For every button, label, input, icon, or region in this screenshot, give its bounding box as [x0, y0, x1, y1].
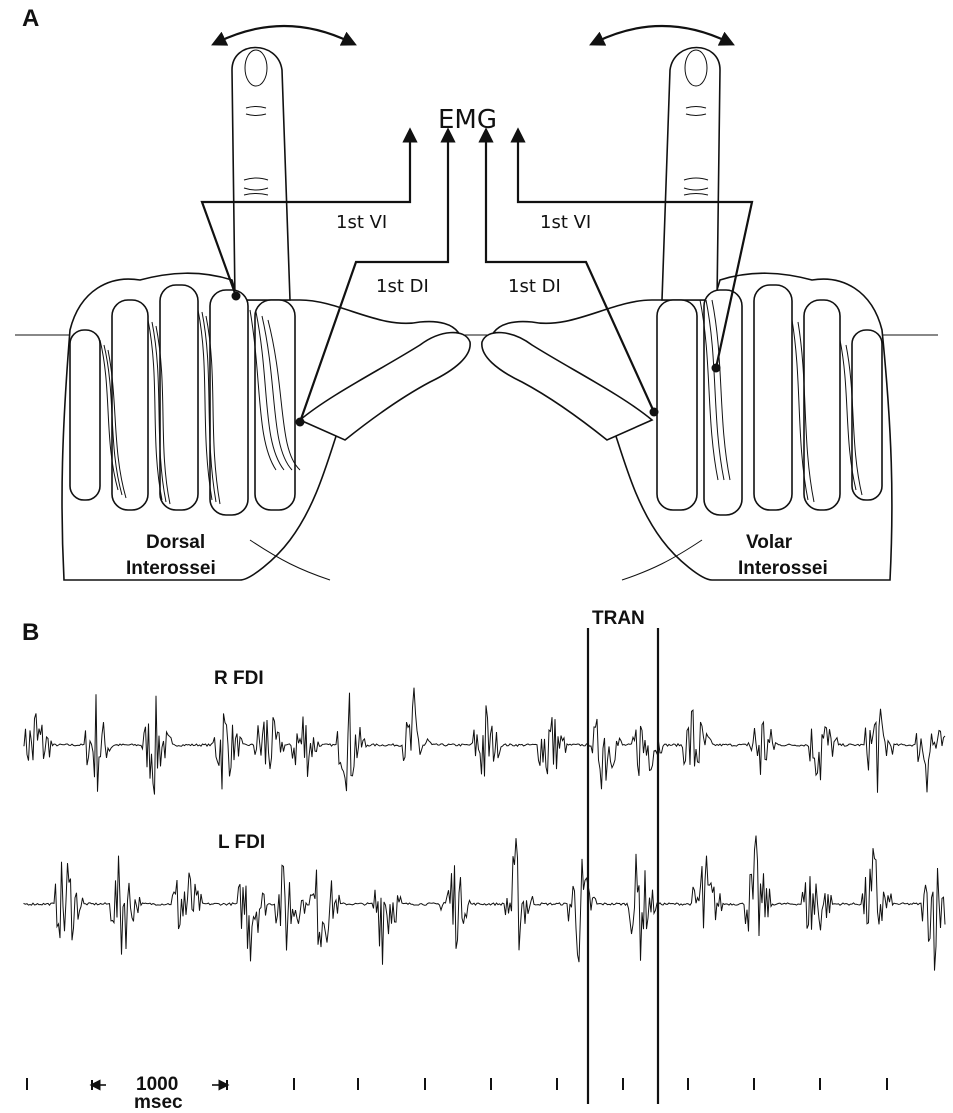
- right-vi-label: 1st VI: [540, 212, 591, 233]
- panel-b-label: B: [22, 619, 39, 646]
- left-di-label: 1st DI: [376, 276, 429, 297]
- panel-b: B TRAN R FDI L FDI 1000 msec: [22, 608, 945, 1113]
- emg-trace-l-fdi: [24, 836, 945, 971]
- emg-label: EMG: [438, 105, 497, 135]
- left-vi-label: 1st VI: [336, 212, 387, 233]
- right-hand-illustration: [482, 48, 892, 581]
- trace-bottom-label: L FDI: [218, 832, 265, 853]
- tran-label: TRAN: [592, 608, 645, 629]
- right-caption-line2: Interossei: [738, 558, 828, 579]
- rotation-arrow-left: [218, 26, 350, 42]
- emg-trace-r-fdi: [24, 688, 945, 795]
- right-di-label: 1st DI: [508, 276, 561, 297]
- right-caption-line1: Volar: [746, 532, 793, 553]
- scale-unit: msec: [134, 1092, 183, 1113]
- tran-markers: [588, 628, 658, 1104]
- left-caption-line1: Dorsal: [146, 532, 205, 553]
- trace-top-label: R FDI: [214, 668, 264, 689]
- rotation-arrow-right: [596, 26, 728, 42]
- left-hand-illustration: [62, 48, 470, 581]
- left-caption-line2: Interossei: [126, 558, 216, 579]
- panel-a-label: A: [22, 5, 39, 32]
- panel-a: A: [15, 5, 938, 580]
